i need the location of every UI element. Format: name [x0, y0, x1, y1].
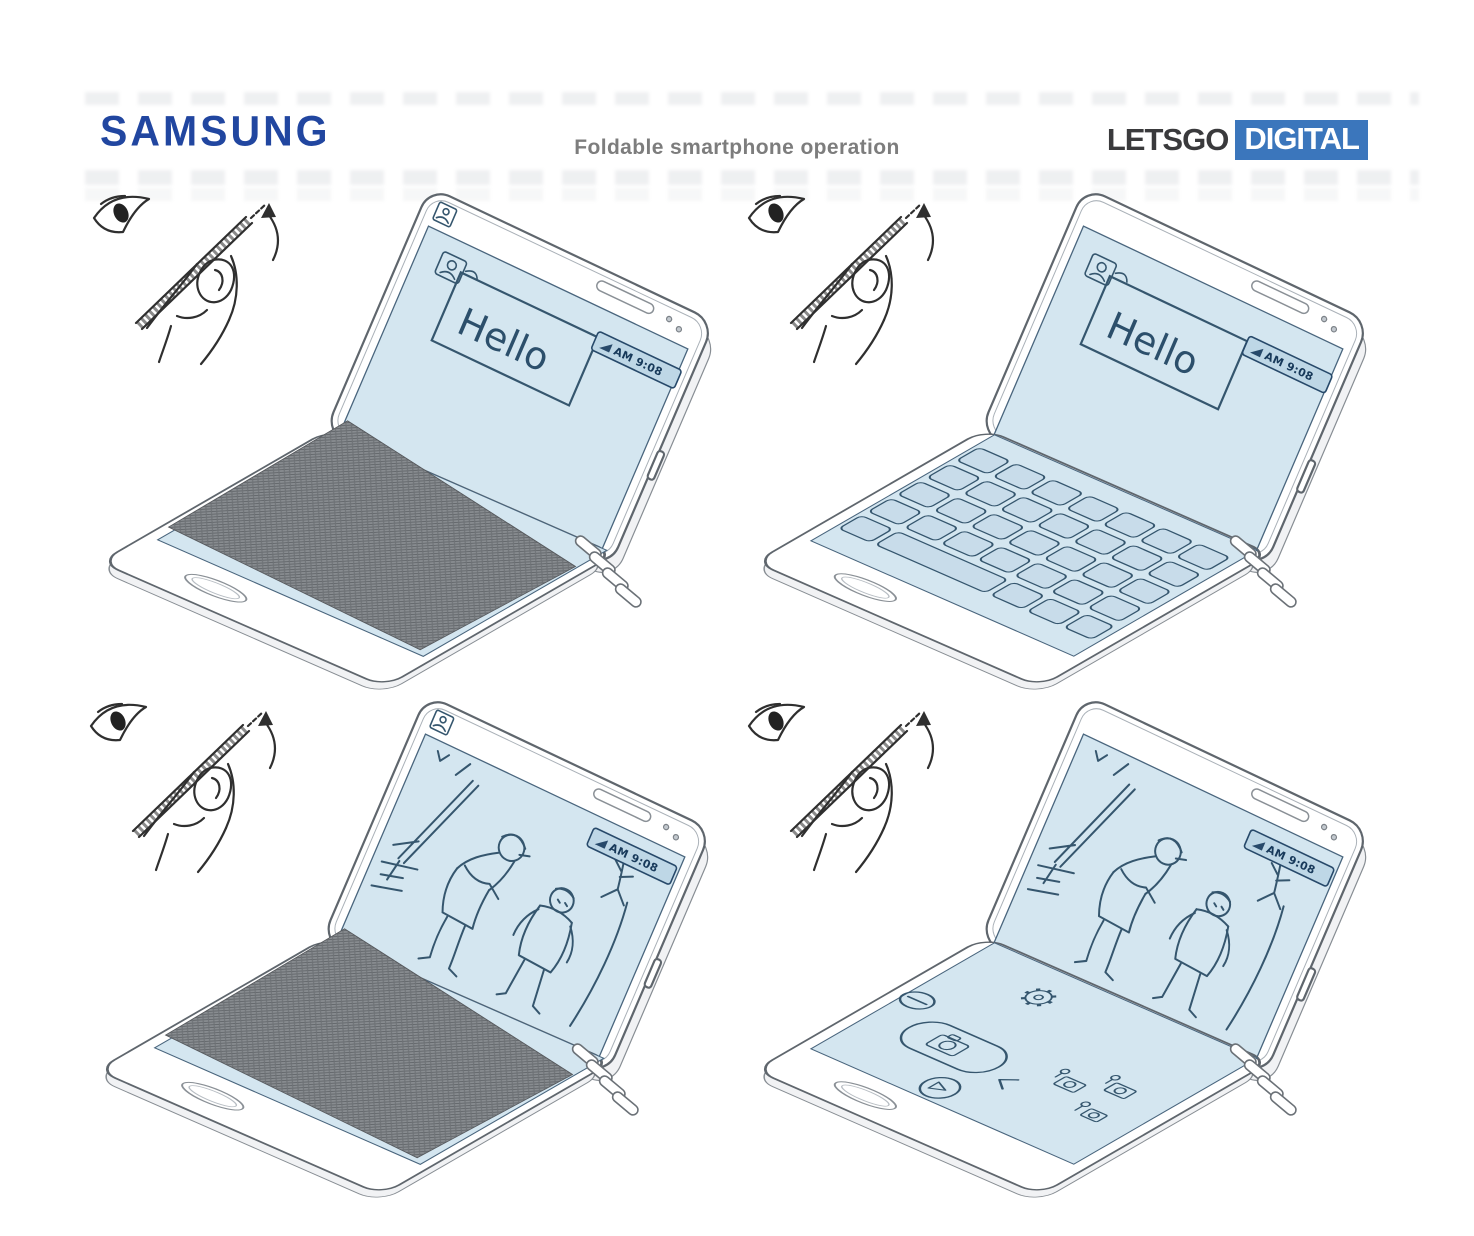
eye-icon — [747, 702, 806, 742]
signal-icon — [1251, 842, 1266, 851]
watermark-strip — [85, 92, 1419, 105]
publisher-suffix: DIGITAL — [1235, 120, 1368, 160]
hand-stylus-icon — [791, 711, 933, 872]
panel-unfolded-camera: AM 9:08 — [720, 680, 1400, 1236]
message-bubble — [430, 270, 600, 407]
eye-icon — [92, 194, 151, 234]
watermark-strip — [85, 170, 1419, 185]
folded-phone — [90, 185, 724, 696]
folded-phone — [87, 693, 721, 1204]
samsung-logo: SAMSUNG — [100, 107, 331, 155]
video-check-icon — [1094, 749, 1130, 776]
signal-icon — [594, 840, 609, 849]
publisher-name: LETSGO — [1106, 122, 1229, 157]
unfolded-phone — [745, 693, 1379, 1204]
hand-stylus-icon — [791, 203, 933, 364]
video-check-icon — [436, 749, 472, 776]
panel-folded-message: Hello AM 9:08 — [65, 172, 745, 732]
eye-icon — [747, 194, 806, 234]
signal-icon — [1249, 348, 1264, 358]
page-title: Foldable smartphone operation — [574, 136, 900, 159]
hand-stylus-icon — [136, 203, 278, 364]
panel-folded-video: AM 9:08 — [62, 680, 742, 1236]
eye-icon — [89, 702, 148, 742]
hand-stylus-icon — [133, 711, 275, 872]
letsgo-digital-logo: LETSGO DIGITAL — [1107, 120, 1368, 160]
signal-icon — [599, 344, 613, 353]
panel-unfolded-keyboard: Hello AM 9:08 — [720, 172, 1400, 732]
message-bubble — [1079, 274, 1249, 411]
